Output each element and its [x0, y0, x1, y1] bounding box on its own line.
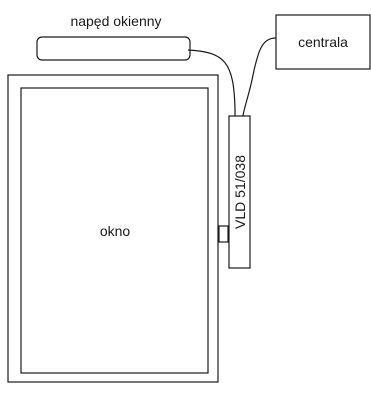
controller-label: centrala: [298, 34, 348, 50]
drive-cable: [187, 49, 236, 116]
vld-device: VLD 51/038: [218, 115, 251, 269]
controller: centrala: [275, 14, 371, 70]
window-drive-box: [36, 36, 191, 61]
window-drive: napęd okienny: [36, 13, 191, 61]
window-frame: okno: [7, 74, 219, 383]
window-label: okno: [100, 223, 131, 239]
vld-device-label: VLD 51/038: [232, 155, 248, 229]
window-sash: [20, 87, 209, 374]
sensor-contact: [218, 225, 229, 243]
controller-box: [275, 14, 371, 70]
vld-device-box: [228, 115, 251, 269]
controller-cable: [242, 37, 277, 117]
window-drive-label: napęd okienny: [70, 13, 161, 29]
